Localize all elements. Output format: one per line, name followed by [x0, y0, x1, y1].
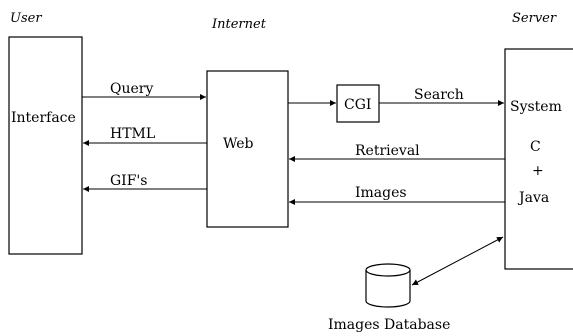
retrieval-label: Retrieval — [355, 143, 420, 159]
interface-box — [8, 36, 83, 255]
cgi-label: CGI — [344, 97, 371, 113]
header-internet: Internet — [211, 17, 267, 32]
system-c-label: C — [530, 139, 541, 155]
web-label: Web — [223, 136, 254, 152]
database-icon — [365, 263, 411, 308]
interface-label: Interface — [11, 110, 76, 126]
gifs-label: GIF's — [110, 173, 147, 189]
system-label: System — [510, 99, 562, 115]
database-label: Images Database — [328, 317, 450, 333]
header-user: User — [10, 11, 42, 26]
system-java-label: Java — [517, 190, 549, 206]
images-label: Images — [355, 185, 407, 201]
database-system-arrow — [411, 236, 504, 286]
web-box — [206, 70, 289, 228]
header-server: Server — [512, 11, 557, 26]
query-label: Query — [110, 81, 153, 97]
system-plus-label: + — [532, 163, 544, 179]
system-box — [504, 48, 573, 270]
search-label: Search — [414, 87, 464, 103]
html-label: HTML — [110, 126, 155, 142]
